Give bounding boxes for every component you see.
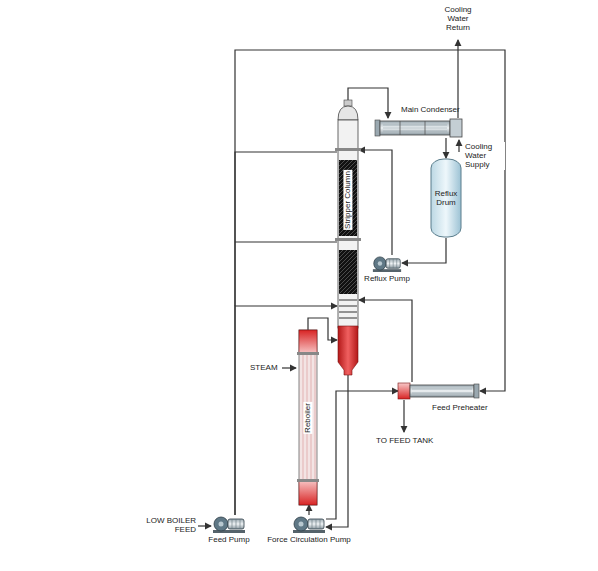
condenser-shell	[375, 118, 463, 138]
reboiler: Reboiler	[297, 330, 319, 505]
equipment-label: Stripper Column	[343, 170, 352, 230]
pump-symbol	[212, 515, 246, 533]
pump-symbol	[292, 515, 326, 533]
stream-label: Cooling Water Supply	[465, 142, 505, 170]
process-pipe	[359, 150, 392, 255]
process-pipe	[326, 375, 348, 527]
equipment-label: Reflux Pump	[364, 274, 410, 283]
reflux-pump: Reflux Pump	[372, 255, 402, 272]
column-shell	[337, 100, 359, 375]
preheater-shell	[398, 382, 480, 400]
equipment-label: Feed Preheater	[432, 403, 488, 412]
equipment-label: Feed Pump	[208, 535, 249, 544]
process-pipe	[235, 50, 505, 515]
feed-branch	[235, 152, 337, 306]
feed-branch	[235, 241, 337, 242]
stream-label: Cooling Water Return	[438, 5, 478, 33]
main-condenser: Main Condenser	[375, 118, 463, 138]
feed-tank-pipe	[403, 400, 404, 432]
equipment-label: Reboiler	[303, 402, 312, 434]
equipment-label: Reflux Drum	[435, 189, 458, 207]
reflux-drum: Reflux Drum	[430, 158, 462, 238]
process-pipe	[326, 391, 398, 519]
cooling-water-supply-pipe	[458, 140, 459, 152]
process-pipe	[359, 300, 412, 382]
steam-pipe	[282, 367, 296, 368]
process-pipe	[402, 238, 446, 263]
stream-label: LOW BOILER FEED	[144, 516, 196, 534]
stream-label: TO FEED TANK	[376, 436, 436, 445]
pump-symbol	[372, 255, 402, 272]
equipment-label: Force Circulation Pump	[267, 535, 351, 544]
process-pipe	[235, 306, 337, 515]
feed-pump: Feed Pump	[212, 515, 246, 533]
process-pipe	[445, 138, 446, 158]
force-circulation-pump: Force Circulation Pump	[292, 515, 326, 533]
feed-preheater: Feed Preheater	[398, 382, 480, 400]
process-pipe	[308, 505, 309, 515]
stream-label: STEAM	[250, 363, 282, 372]
feed-inlet-pipe	[198, 525, 211, 526]
equipment-label: Main Condenser	[401, 105, 460, 114]
stripper-column: Stripper Column	[337, 100, 359, 375]
